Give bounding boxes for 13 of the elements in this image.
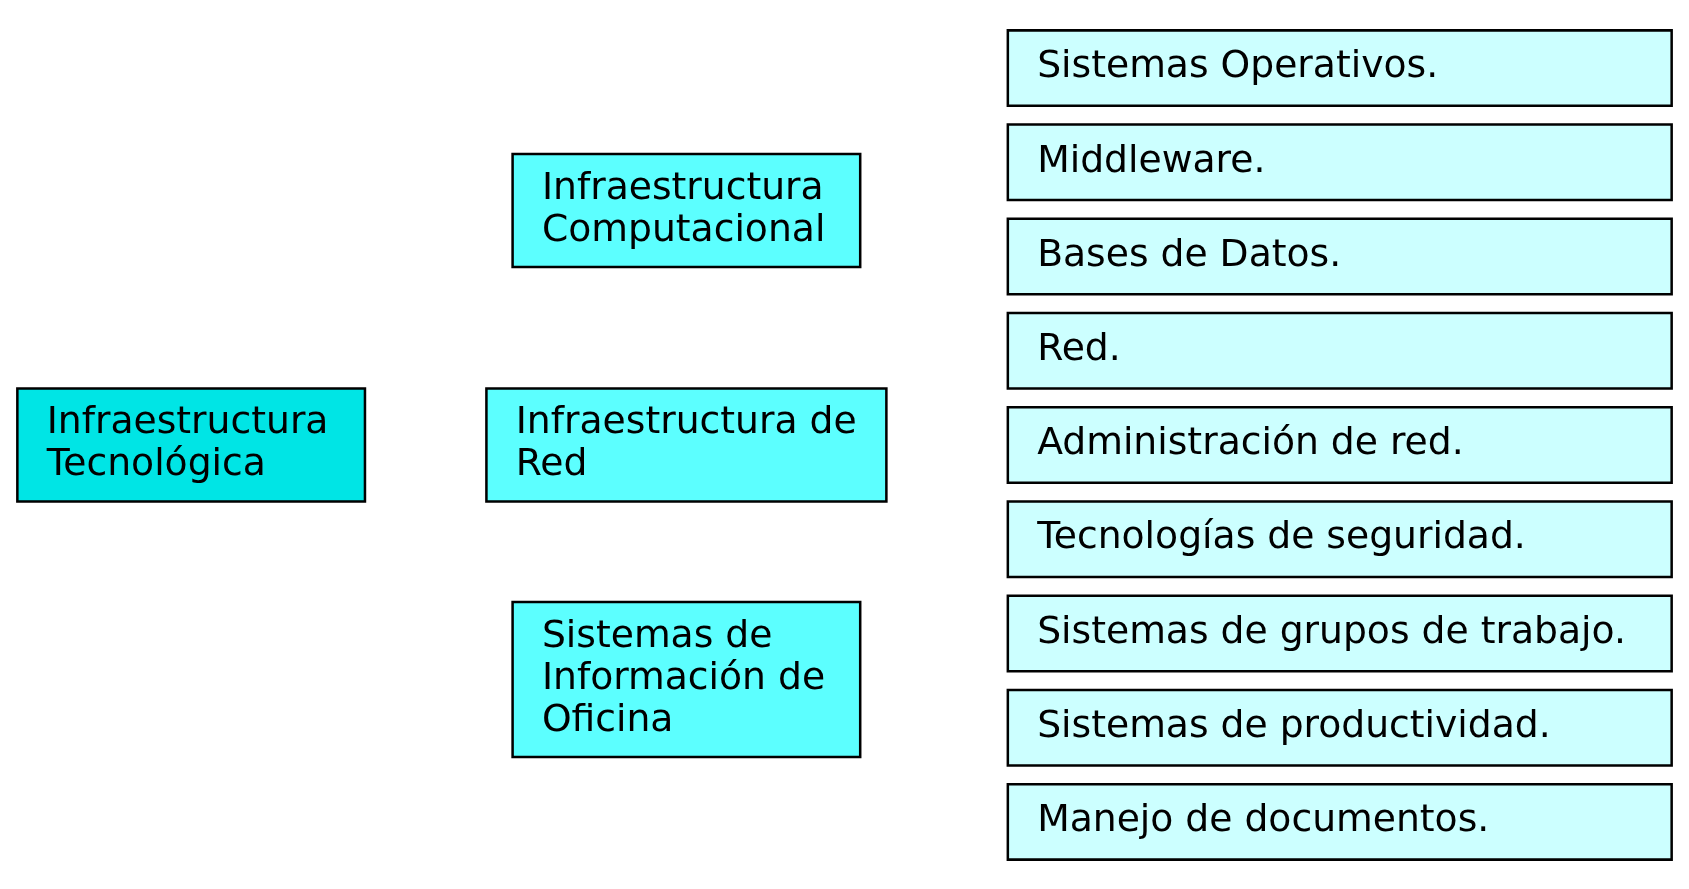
node-box: Sistemas de Información de Oficina [511, 600, 862, 758]
node-box: Infraestructura de Red [485, 386, 888, 503]
node-box: Sistemas Operativos. [1006, 28, 1673, 107]
node-box: Red. [1006, 311, 1673, 390]
node-box: Infraestructura Computacional [511, 152, 862, 268]
node-box: Tecnologías de seguridad. [1006, 499, 1673, 578]
node-box: Sistemas de productividad. [1006, 688, 1673, 767]
node-box: Manejo de documentos. [1006, 782, 1673, 861]
node-box: Administración de red. [1006, 405, 1673, 484]
node-box: Sistemas de grupos de trabajo. [1006, 594, 1673, 672]
node-box: Infraestructura Tecnológica [16, 386, 367, 503]
node-box: Middleware. [1006, 122, 1673, 201]
node-box: Bases de Datos. [1006, 217, 1673, 295]
